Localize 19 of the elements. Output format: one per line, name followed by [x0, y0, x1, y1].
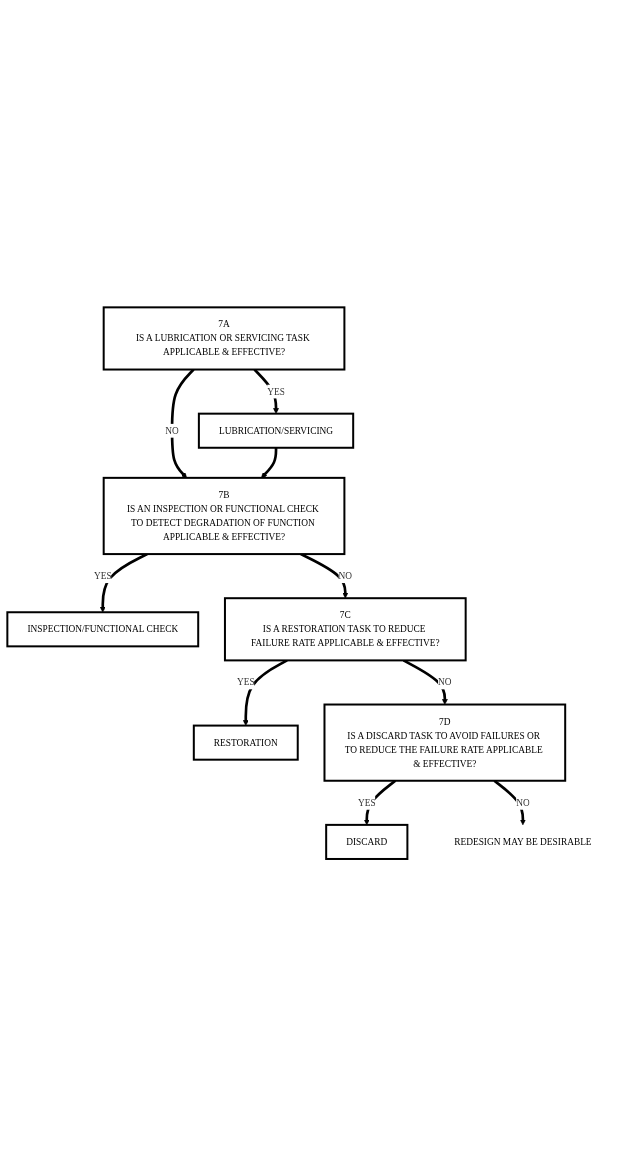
arrow [261, 447, 278, 478]
edge-label: YES [357, 797, 376, 808]
edge-label: NO [338, 570, 353, 581]
edge-label: YES [267, 386, 285, 397]
node-box [102, 476, 346, 555]
edge-label: NO [516, 797, 530, 808]
node-box [223, 597, 467, 662]
flowchart: YES NO YES NO YES NO YES NO 7A IS A LUBRICATION OR SERVICING TASK APPLICABLE & EFFECTIVE? LUBRICATION/SERVICING 7B IS AN INSPECTION OR FUNCTIONAL CHECK TO DETECT DEGRADATION OF FUNCTION APPLICABLE & EFFECTIVE? INSPECTION/FUNCTIONAL CHECK 7C IS A RESTORATION TASK TO REDUCE FAILURE RATE APPLICABLE & EFFECTIVE? RESTORATION 7D IS A DISCARD TASK TO AVOID FAILURES OR TO REDUCE THE FAILURE RATE APPLICABLE & EFFECTIVE? DISCARD REDESIGN MAY BE DESIRABLE [2, 301, 617, 865]
edge-label: YES [236, 677, 255, 688]
node-box [6, 611, 200, 648]
node-box [325, 823, 409, 860]
node-box [323, 703, 567, 782]
node-box [197, 412, 355, 449]
edge-label: NO [438, 677, 452, 688]
edge-label: NO [165, 425, 179, 436]
node-box [102, 306, 346, 371]
edge-label: YES [93, 570, 112, 581]
node-text: REDESIGN MAY BE DESIRABLE [454, 836, 592, 847]
node-box [192, 724, 299, 761]
